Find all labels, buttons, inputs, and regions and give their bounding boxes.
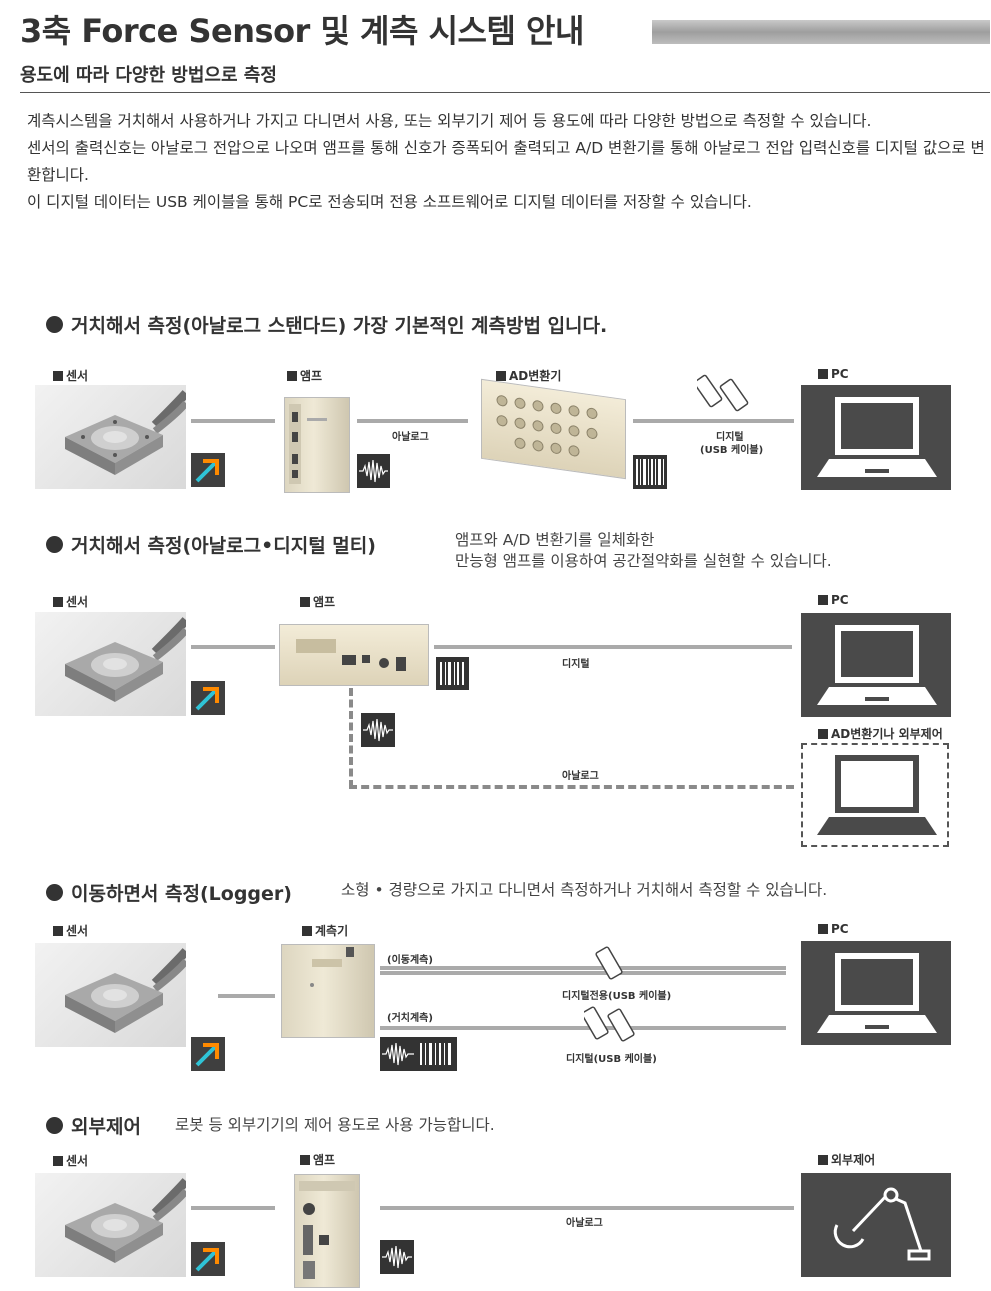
- usb-icon: [581, 1002, 640, 1046]
- sensor-photo: [35, 1173, 186, 1277]
- arrow-logo-icon: [191, 1037, 225, 1071]
- label-ad-converter: AD변환기: [496, 367, 561, 384]
- caption-analog: 아날로그: [562, 771, 599, 782]
- label-amp: 앰프: [300, 1151, 335, 1168]
- label-pc: PC: [818, 593, 849, 607]
- digital-barcode-icon: [436, 657, 469, 690]
- connection-line: [380, 966, 786, 970]
- label-sensor: 센서: [53, 922, 88, 939]
- intro-paragraph: 이 디지털 데이터는 USB 케이블을 통해 PC로 전송되며 전용 소프트웨어…: [27, 193, 752, 211]
- connection-line: [633, 419, 794, 423]
- section-description: 앰프와 A/D 변환기를 일체화한 만능형 앰프를 이용하여 공간절약화를 실현…: [455, 531, 832, 570]
- section-description: 로봇 등 외부기기의 제어 용도로 사용 가능합니다.: [175, 1116, 495, 1134]
- logger-photo: [281, 944, 375, 1038]
- caption-usb-cable: (USB 케이블): [700, 445, 764, 456]
- caption-analog: 아날로그: [392, 432, 429, 443]
- caption-digital: 디지털: [716, 432, 744, 443]
- pc-monitor-icon: [801, 613, 951, 717]
- label-pc: PC: [818, 367, 849, 381]
- label-sensor: 센서: [53, 593, 88, 610]
- external-device-icon: [801, 743, 949, 847]
- connection-line: [380, 1026, 786, 1030]
- connection-line: [357, 419, 468, 423]
- sensor-photo: [35, 943, 186, 1047]
- label-ad-or-external: AD변환기나 외부제어: [818, 725, 943, 742]
- connection-line: [380, 1206, 794, 1210]
- dashed-connection-line: [349, 785, 794, 789]
- caption-digital: 디지털: [562, 659, 590, 670]
- bullet-icon: [46, 884, 63, 901]
- pc-monitor-icon: [801, 385, 951, 490]
- sensor-photo: [35, 612, 186, 716]
- section-title: 거치해서 측정(아날로그 스탠다드) 가장 기본적인 계측방법 입니다.: [46, 311, 607, 338]
- section-title: 거치해서 측정(아날로그•디지털 멀티): [46, 531, 376, 558]
- bullet-icon: [46, 536, 63, 553]
- section-description: 소형 • 경량으로 가지고 다니면서 측정하거나 거치해서 측정할 수 있습니다…: [341, 881, 828, 899]
- label-amp: 앰프: [300, 593, 335, 610]
- waveform-icon: [361, 713, 395, 747]
- intro-paragraph: 센서의 출력신호는 아날로그 전압으로 나오며 앰프를 통해 신호가 증폭되어 …: [27, 139, 985, 184]
- label-sensor: 센서: [53, 1152, 88, 1169]
- section-title: 외부제어: [46, 1112, 141, 1139]
- usb-icon: [590, 944, 630, 984]
- caption-fixed: (거치계측): [387, 1013, 433, 1024]
- label-external-control: 외부제어: [818, 1151, 875, 1168]
- label-pc: PC: [818, 922, 849, 936]
- label-amp: 앰프: [287, 367, 322, 384]
- amp-photo: [294, 1174, 360, 1288]
- dashed-connection-line: [349, 688, 353, 788]
- ad-converter-photo: [481, 378, 626, 480]
- section-title: 이동하면서 측정(Logger): [46, 879, 292, 906]
- connection-line: [191, 419, 275, 423]
- arrow-logo-icon: [191, 453, 225, 487]
- amp-photo: [284, 397, 350, 493]
- caption-digital-only: 디지털전용(USB 케이블): [562, 991, 672, 1002]
- arrow-logo-icon: [191, 681, 225, 715]
- title-decor-bar: [652, 20, 990, 44]
- robot-arm-icon: [801, 1173, 951, 1277]
- connection-line: [218, 994, 275, 998]
- page-title: 3축 Force Sensor 및 계측 시스템 안내: [20, 12, 584, 50]
- multi-amp-photo: [279, 624, 429, 686]
- label-logger: 계측기: [302, 922, 348, 939]
- connection-line: [434, 645, 792, 649]
- waveform-icon: [380, 1037, 457, 1071]
- connection-line: [191, 645, 275, 649]
- header-divider: [20, 92, 990, 93]
- intro-paragraph: 계측시스템을 거치해서 사용하거나 가지고 다니면서 사용, 또는 외부기기 제…: [27, 112, 872, 130]
- page-subtitle: 용도에 따라 다양한 방법으로 측정: [20, 65, 277, 86]
- sensor-photo: [35, 385, 186, 489]
- intro-text: 계측시스템을 거치해서 사용하거나 가지고 다니면서 사용, 또는 외부기기 제…: [27, 108, 991, 216]
- waveform-icon: [380, 1240, 414, 1274]
- caption-analog: 아날로그: [566, 1218, 603, 1229]
- arrow-logo-icon: [191, 1242, 225, 1276]
- caption-digital-usb: 디지털(USB 케이블): [566, 1054, 657, 1065]
- connection-line: [191, 1206, 275, 1210]
- caption-mobile: (이동계측): [387, 955, 433, 966]
- bullet-icon: [46, 316, 63, 333]
- connection-line: [380, 971, 786, 975]
- pc-monitor-icon: [801, 941, 951, 1045]
- label-sensor: 센서: [53, 367, 88, 384]
- digital-barcode-icon: [633, 455, 667, 489]
- waveform-icon: [357, 454, 390, 488]
- usb-icon: [693, 370, 753, 414]
- bullet-icon: [46, 1117, 63, 1134]
